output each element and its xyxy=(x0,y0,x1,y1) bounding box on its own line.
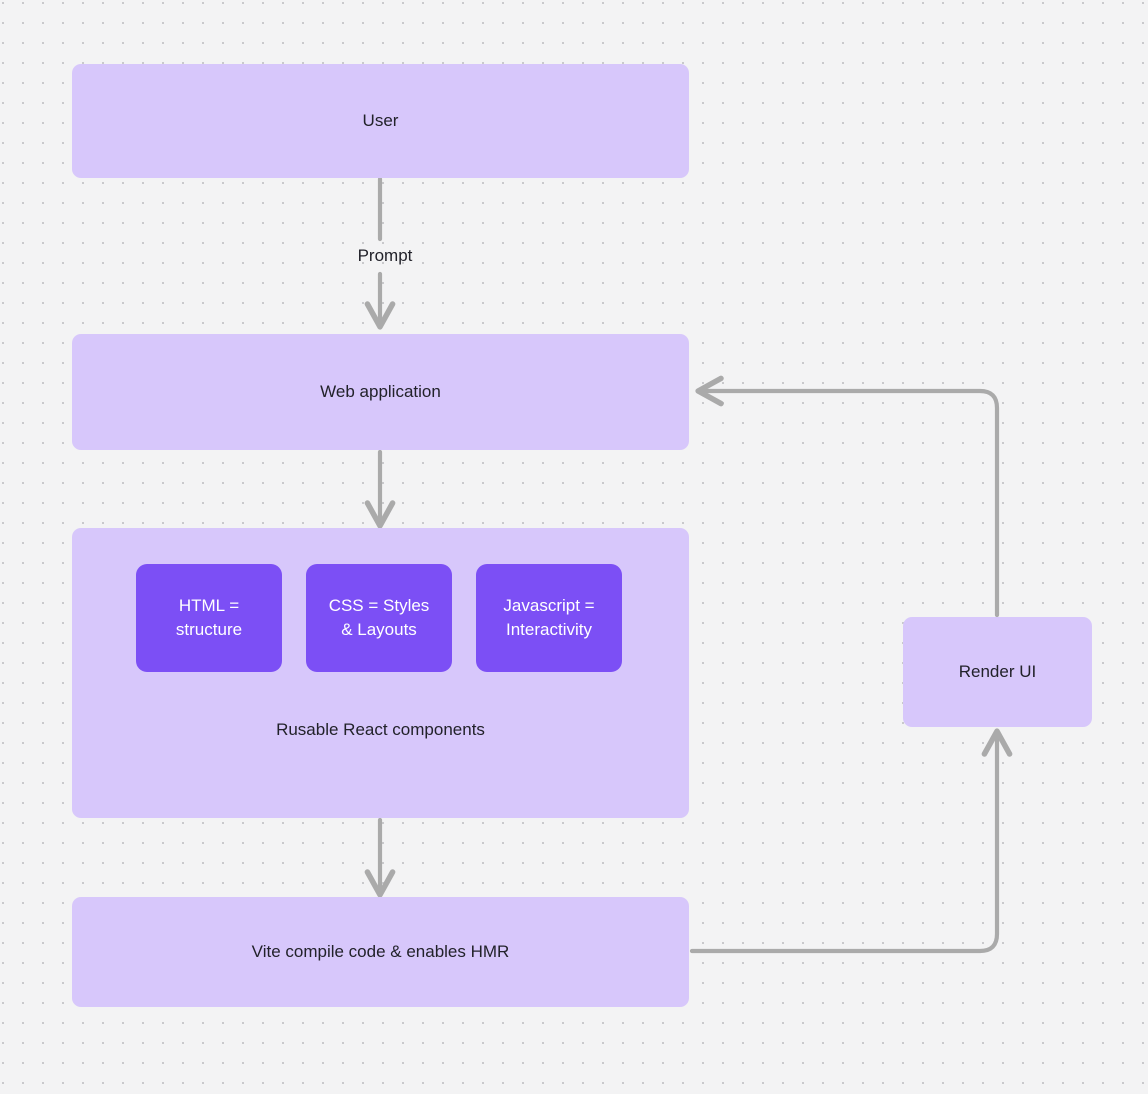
edge-label-prompt: Prompt xyxy=(330,246,440,266)
components-group-caption: Rusable React components xyxy=(72,720,689,740)
node-render-ui-label: Render UI xyxy=(958,661,1037,681)
chip-html-label: HTML = structure xyxy=(175,595,243,639)
edge-render-ui-to-web-application xyxy=(695,375,1000,618)
node-vite[interactable]: Vite compile code & enables HMR xyxy=(72,897,689,1007)
edge-vite-to-render-ui xyxy=(689,728,1013,954)
node-user[interactable]: User xyxy=(72,64,689,178)
chip-css-label: CSS = Styles & Layouts xyxy=(328,595,430,639)
node-web-application[interactable]: Web application xyxy=(72,334,689,450)
node-render-ui[interactable]: Render UI xyxy=(903,617,1092,727)
chip-html[interactable]: HTML = structure xyxy=(136,564,282,672)
chip-javascript-label: Javascript = Interactivity xyxy=(503,595,595,639)
node-vite-label: Vite compile code & enables HMR xyxy=(251,941,510,961)
chip-css[interactable]: CSS = Styles & Layouts xyxy=(306,564,452,672)
edge-label-prompt-text: Prompt xyxy=(357,246,413,265)
node-user-label: User xyxy=(362,110,399,130)
chip-javascript[interactable]: Javascript = Interactivity xyxy=(476,564,622,672)
node-web-application-label: Web application xyxy=(320,381,441,401)
node-components-group[interactable]: HTML = structure CSS = Styles & Layouts … xyxy=(72,528,689,818)
components-group-caption-text: Rusable React components xyxy=(276,720,485,739)
